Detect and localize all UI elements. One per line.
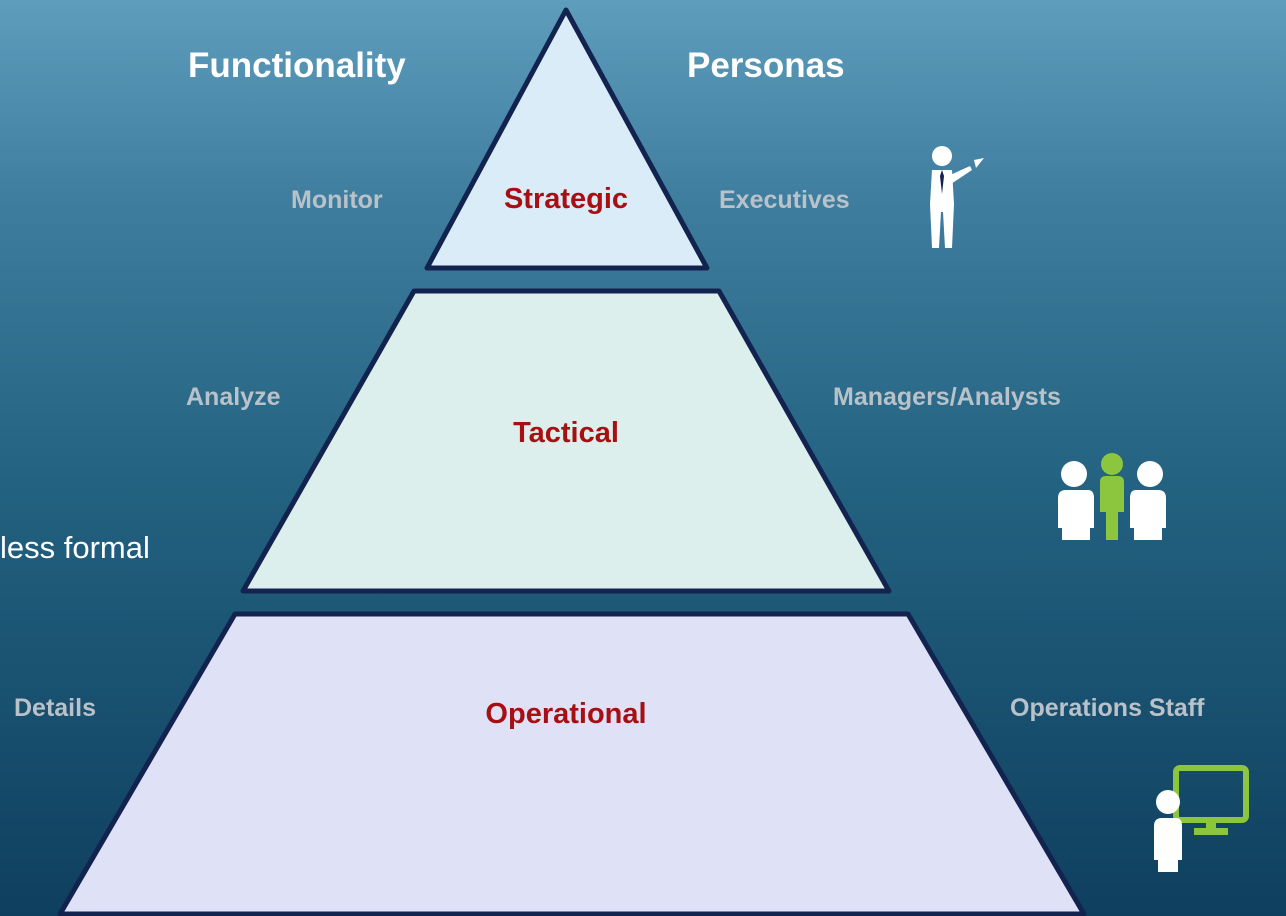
functionality-label-analyze: Analyze — [186, 383, 281, 411]
functionality-header: Functionality — [188, 46, 406, 85]
strategic-tier-shape — [424, 7, 710, 271]
functionality-label-monitor: Monitor — [291, 186, 383, 214]
workstation-icon — [1154, 765, 1249, 872]
presenter-icon — [930, 146, 984, 248]
tier-label-strategic: Strategic — [503, 183, 629, 215]
tier-label-operational: Operational — [485, 698, 647, 730]
tactical-tier-shape — [240, 288, 892, 594]
partial-note-text: less formal — [0, 530, 150, 565]
tier-label-tactical: Tactical — [513, 417, 619, 449]
functionality-label-details: Details — [14, 694, 96, 722]
persona-label-operations-staff: Operations Staff — [1010, 694, 1205, 722]
persona-label-managers-analysts: Managers/Analysts — [833, 383, 1061, 411]
operational-tier-shape — [57, 611, 1087, 916]
personas-header: Personas — [687, 46, 845, 85]
persona-label-executives: Executives — [719, 186, 850, 214]
team-icon — [1058, 453, 1166, 540]
